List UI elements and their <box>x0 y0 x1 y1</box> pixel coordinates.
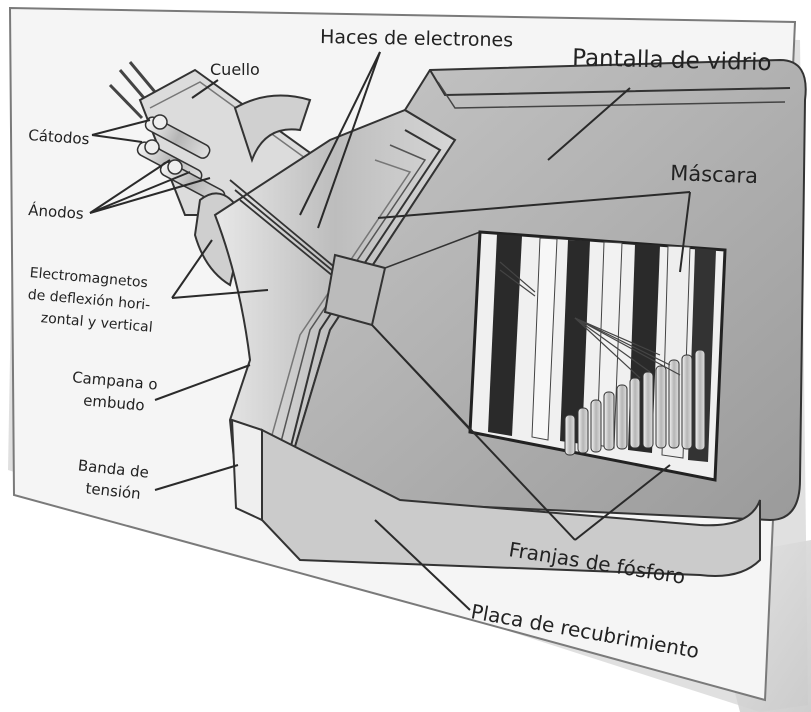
label-pantalla-de-vidrio: Pantalla de vidrio <box>572 45 772 76</box>
label-haces-de-electrones: Haces de electrones <box>320 26 513 51</box>
tension-band <box>232 420 262 520</box>
label-anodos: Ánodos <box>28 200 85 223</box>
label-electromagnetos: Electromagnetos de deflexión hori- zonta… <box>25 265 157 336</box>
label-cuello: Cuello <box>210 60 260 79</box>
label-mascara: Máscara <box>670 161 759 188</box>
